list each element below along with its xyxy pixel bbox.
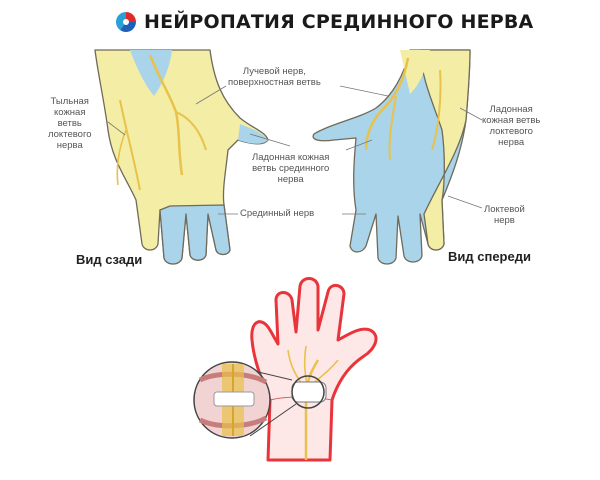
- logo-icon: [115, 11, 137, 33]
- inflamed-hand: [250, 277, 378, 462]
- page-title: НЕЙРОПАТИЯ СРЕДИННОГО НЕРВА: [144, 11, 534, 33]
- front-view-hand: [312, 49, 471, 265]
- magnified-inset: [193, 361, 297, 439]
- label-palmar-median-branch: Ладонная кожная ветвь срединного нерва: [252, 152, 330, 185]
- view-front-label: Вид спереди: [448, 249, 531, 264]
- label-ulnar-nerve: Локтевой нерв: [484, 204, 525, 226]
- back-view-hand: [94, 49, 269, 265]
- label-radial-superficial: Лучевой нерв, поверхностная ветвь: [228, 66, 321, 88]
- label-palmar-ulnar-branch: Ладонная кожная ветвь локтевого нерва: [482, 104, 541, 148]
- leader-lines: [107, 85, 483, 215]
- label-median-nerve: Срединный нерв: [240, 208, 315, 219]
- view-back-label: Вид сзади: [76, 252, 143, 267]
- label-dorsal-ulnar-branch: Тыльная кожная ветвь локтевого нерва: [48, 96, 92, 151]
